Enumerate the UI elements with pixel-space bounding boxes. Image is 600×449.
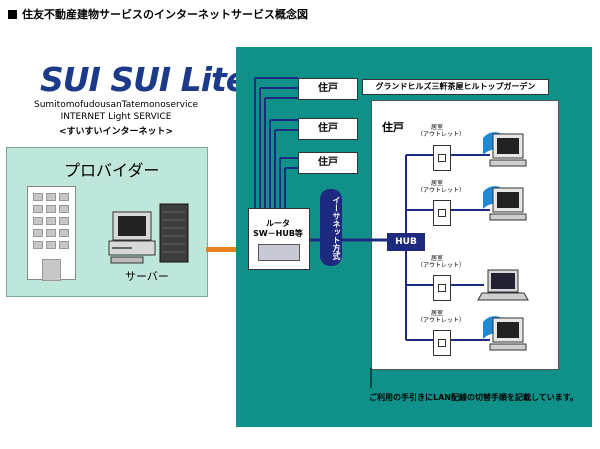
router-label: ルータ SW－HUB等 — [249, 219, 307, 239]
unit-box-1: 住戸 — [298, 78, 358, 100]
outlet-2 — [433, 200, 451, 226]
room-label-1: 居室（アウトレット） — [417, 124, 466, 138]
complex-name-box: グランドヒルズ三軒茶屋ヒルトップガーデン — [362, 79, 549, 95]
provider-label: プロバイダー — [64, 161, 160, 180]
logo-company: SumitomofudousanTatemonoservice — [33, 100, 198, 110]
unit-box-3: 住戸 — [298, 152, 358, 174]
logo-nickname: <すいすいインターネット> — [58, 127, 174, 137]
residence-label: 住戸 — [382, 121, 404, 134]
diagram-title-text: 住友不動産建物サービスのインターネットサービス概念図 — [22, 8, 308, 21]
logo-service: INTERNET Light SERVICE — [60, 112, 172, 122]
router-label-line2: SW－HUB等 — [253, 229, 303, 238]
router-label-line1: ルータ — [266, 219, 290, 228]
desktop-pc-icon-1 — [483, 132, 527, 167]
logo-text: SUI SUI Lite — [40, 60, 248, 99]
diagram-title: 住友不動産建物サービスのインターネットサービス概念図 — [8, 6, 308, 22]
ethernet-label: イーサネット方式 — [332, 196, 341, 260]
unit-feed-lines — [254, 77, 298, 208]
server-icon — [108, 203, 189, 264]
title-square-icon — [8, 10, 17, 19]
outlet-4 — [433, 330, 451, 356]
building-icon — [27, 186, 76, 281]
ethernet-pill — [320, 189, 342, 266]
provider-uplink-line — [206, 247, 250, 252]
desktop-pc-icon-3 — [483, 316, 527, 351]
room-label-3: 居室（アウトレット） — [417, 255, 466, 269]
outlet-1 — [433, 145, 451, 171]
outlet-3 — [433, 275, 451, 301]
server-label: サーバー — [125, 270, 169, 283]
lan-note: ご利用の手引きにLAN配線の切替手順を記載しています。 — [369, 393, 578, 402]
room-label-4: 居室（アウトレット） — [417, 310, 466, 324]
room-label-2: 居室（アウトレット） — [417, 180, 466, 194]
desktop-pc-icon-2 — [483, 186, 527, 221]
router-device — [258, 244, 300, 261]
laptop-icon — [477, 269, 529, 301]
unit-box-2: 住戸 — [298, 118, 358, 140]
hub-box: HUB — [387, 233, 425, 251]
